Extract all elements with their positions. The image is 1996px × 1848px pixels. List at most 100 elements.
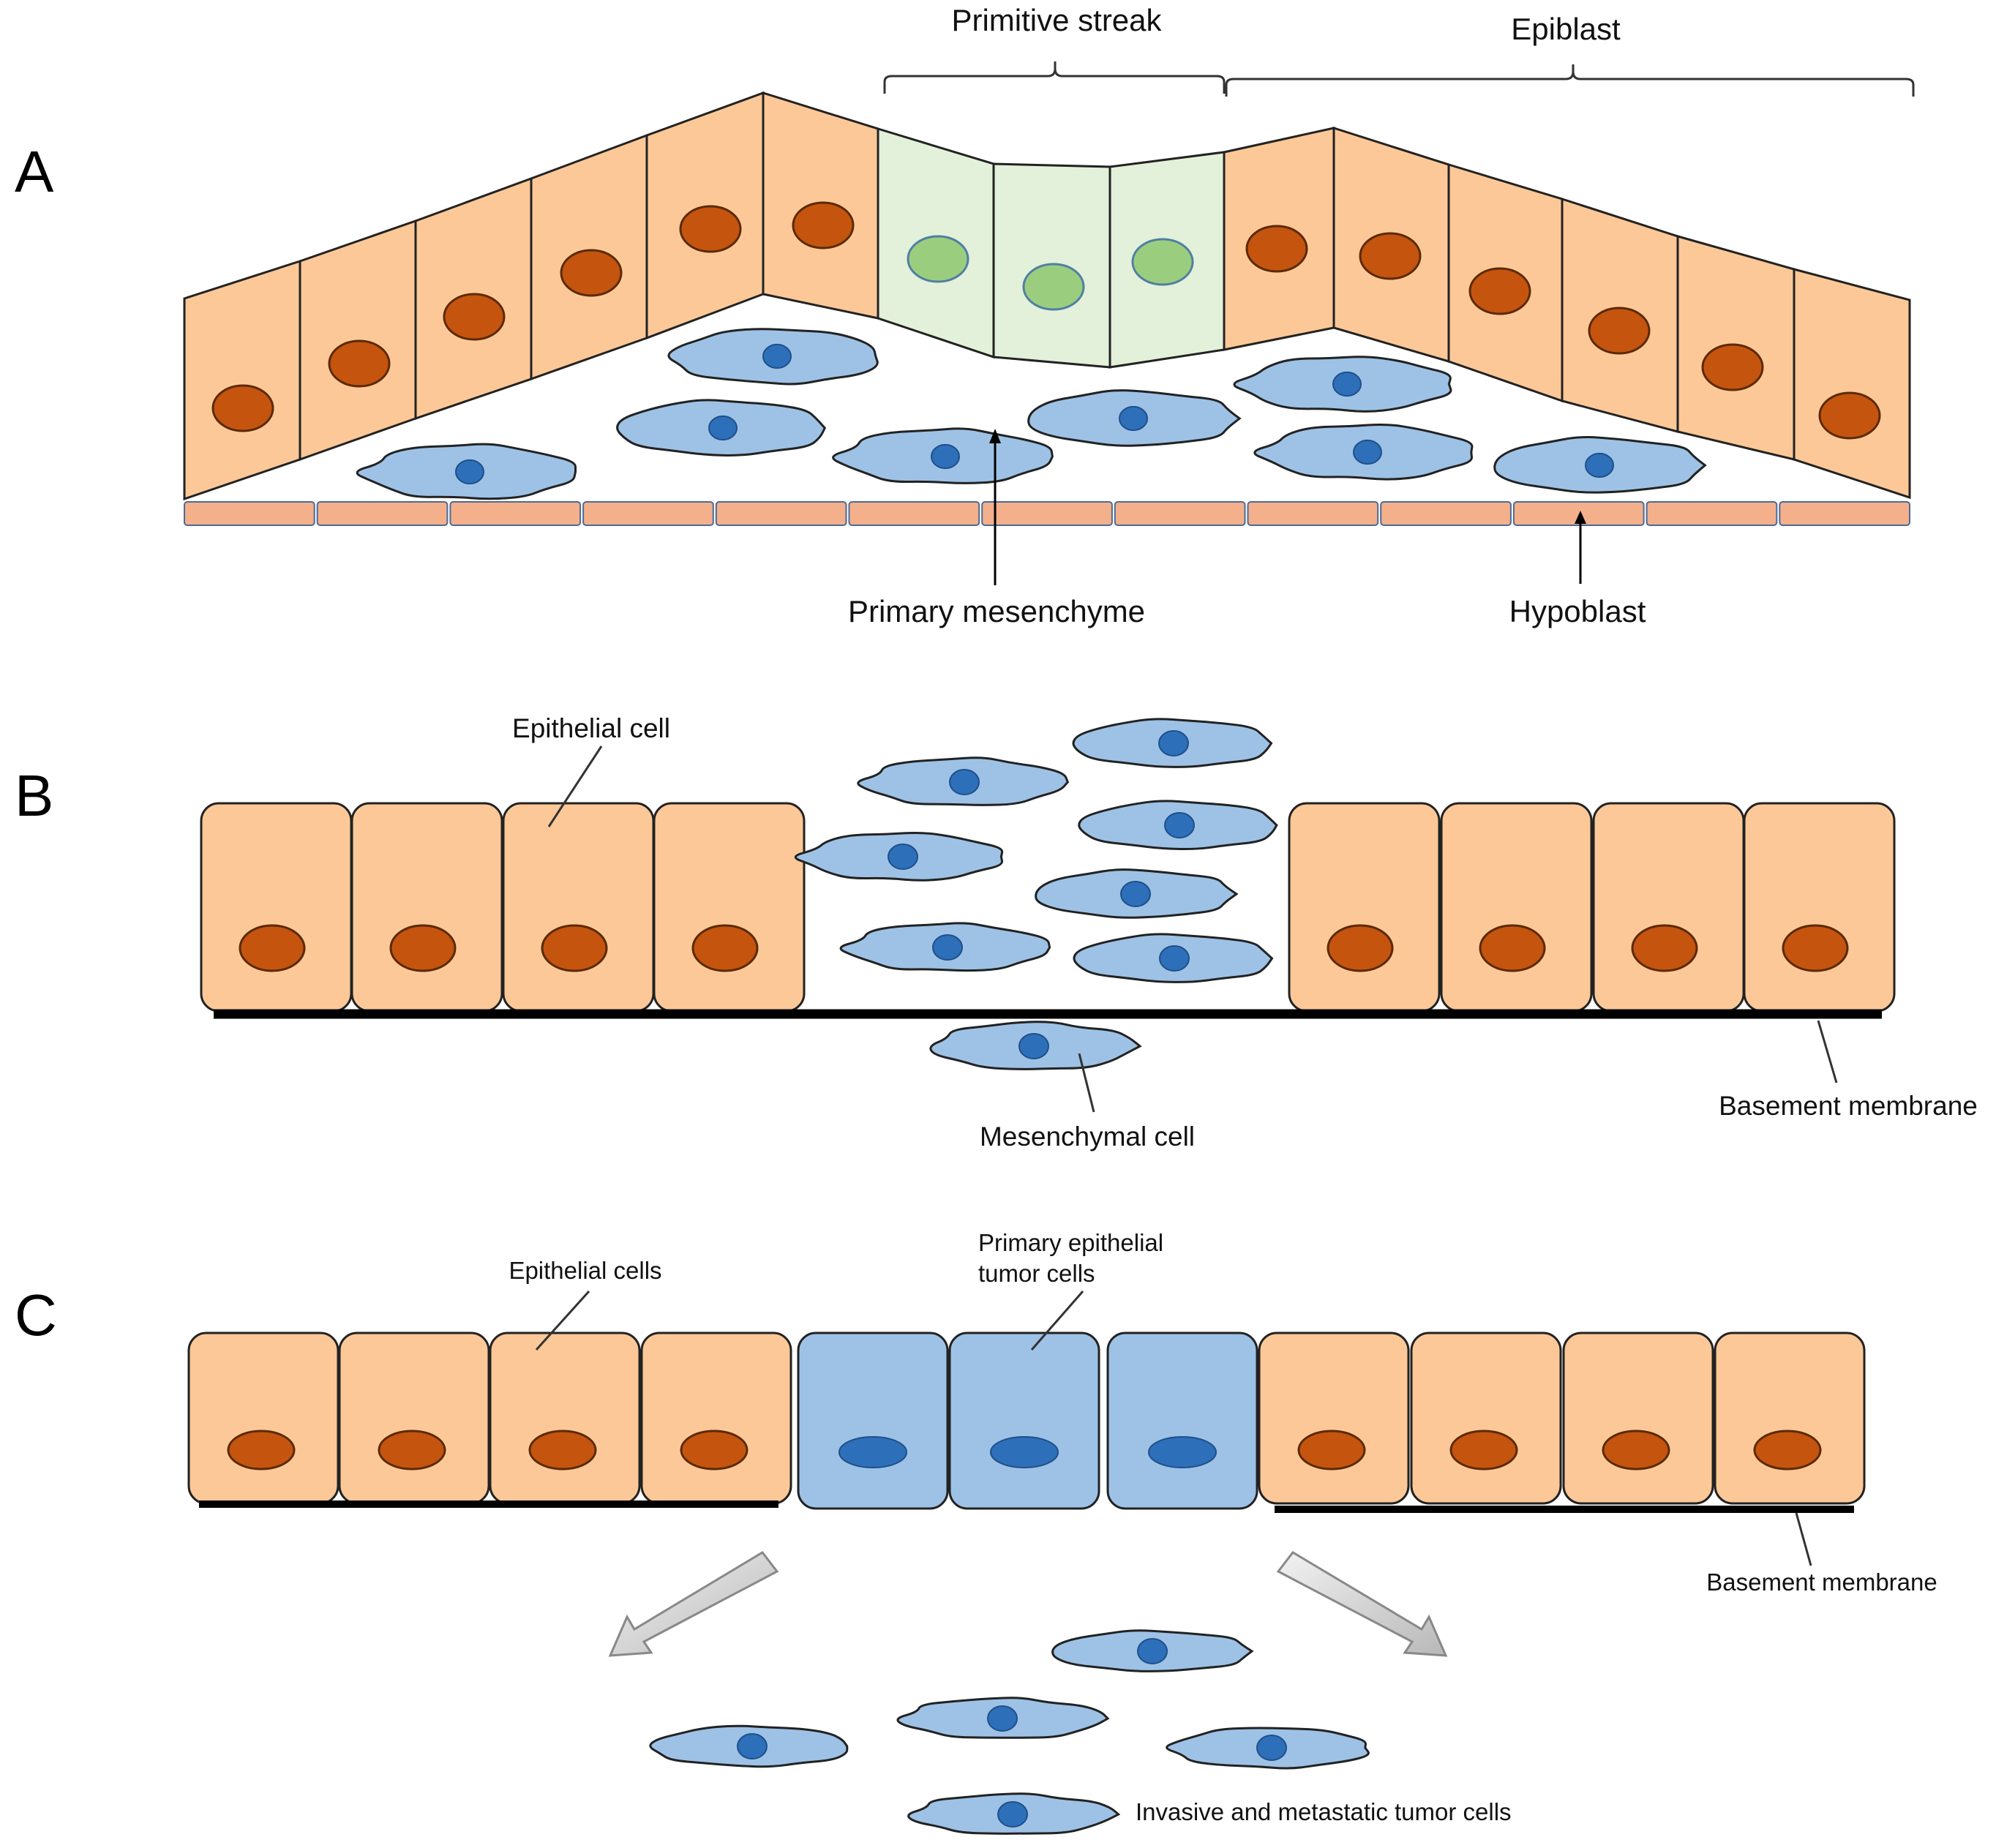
epiblast-nucleus <box>1245 225 1308 273</box>
invasive-tumor-cell-nucleus <box>737 1733 768 1759</box>
panel-c-basement-membrane-label: Basement membrane <box>1706 1569 1937 1596</box>
hypoblast-cell <box>184 501 315 526</box>
panel-b-mesenchymal-cell-nucleus <box>949 769 980 795</box>
hypoblast-cell <box>1380 501 1512 526</box>
panel-c-epithelial-nucleus <box>680 1430 748 1470</box>
panel-b-epithelial-nucleus <box>1631 924 1698 972</box>
panel-b-epithelial-nucleus <box>691 924 759 972</box>
hypoblast-arrowhead <box>1575 511 1586 524</box>
hypoblast-cell <box>848 501 980 526</box>
hypoblast-cell <box>1114 501 1246 526</box>
panel-b-mesenchymal-cell-nucleus <box>1159 945 1190 972</box>
panel-b-basement-membrane-label: Basement membrane <box>1719 1091 1978 1121</box>
epiblast-nucleus <box>1818 391 1881 440</box>
primary-mesenchyme-arrowhead <box>989 429 1001 443</box>
primary-mesenchyme-cell-nucleus <box>931 443 960 470</box>
panel-b-basement-membrane-pointer <box>1817 1020 1838 1083</box>
panel-b-epithelial-cells <box>200 802 1896 1013</box>
panel-a: A Primitive streak Epiblast Primary mese… <box>15 3 1915 628</box>
panel-b-epithelial-cell <box>200 802 353 1013</box>
primary-tumor-nucleus <box>838 1436 907 1468</box>
panel-b-epithelial-cell <box>350 802 503 1013</box>
panel-c-basement-membrane-pointer <box>1795 1512 1812 1566</box>
panel-c-letter: C <box>15 1282 57 1348</box>
invasive-cells-label: Invasive and metastatic tumor cells <box>1136 1798 1512 1825</box>
epiblast-nucleus <box>1701 343 1764 391</box>
primary-mesenchyme-cell-nucleus <box>1585 452 1614 478</box>
panel-b-epithelial-cell <box>502 802 655 1013</box>
primary-tumor-cell <box>948 1331 1100 1510</box>
primitive-streak-nucleus <box>907 235 969 283</box>
panel-b-epithelial-cell <box>1592 802 1745 1013</box>
panel-c-epithelial-cell <box>1410 1331 1562 1505</box>
panel-b-mesenchymal-cell-nucleus <box>1018 1033 1049 1059</box>
epithelial-cells-pointer <box>535 1290 590 1351</box>
panel-c-cell-layer <box>187 1331 1866 1510</box>
epiblast-nucleus <box>1588 307 1651 355</box>
epiblast-columns <box>183 91 1911 501</box>
primitive-streak-bracket <box>883 61 1226 94</box>
invasive-tumor-cell-nucleus <box>987 1705 1018 1732</box>
invasive-tumor-cell-nucleus <box>1137 1638 1168 1664</box>
primary-tumor-nucleus <box>1148 1436 1217 1468</box>
invasive-tumor-cell-nucleus <box>1256 1735 1287 1761</box>
primary-mesenchyme-cell-nucleus <box>1353 439 1382 465</box>
panel-b-mesenchymal-cell-nucleus <box>1164 812 1195 838</box>
panel-b-epithelial-nucleus <box>1479 924 1546 972</box>
panel-c: C Epithelial cells Primary epithelial tu… <box>15 1229 1937 1835</box>
epiblast-nucleus <box>443 293 506 341</box>
primary-tumor-cell <box>797 1331 949 1510</box>
panel-c-epithelial-nucleus <box>1297 1430 1366 1470</box>
panel-b-mesenchymal-cell-nucleus <box>932 934 963 961</box>
invasion-arrow-left <box>608 1551 779 1657</box>
primary-tumor-label-line1: Primary epithelial <box>978 1229 1163 1256</box>
primary-mesenchyme-cells <box>356 328 1707 500</box>
panel-c-epithelial-cell <box>640 1331 792 1505</box>
primary-mesenchyme-label: Primary mesenchyme <box>848 594 1145 628</box>
panel-b-letter: B <box>15 763 53 828</box>
primary-tumor-pointer <box>1030 1291 1084 1351</box>
panel-b-epithelial-cell <box>653 802 806 1013</box>
panel-c-epithelial-cell <box>1258 1331 1410 1505</box>
invasive-tumor-cells <box>649 1629 1370 1835</box>
primitive-streak-nucleus <box>1022 263 1085 311</box>
epithelial-cell-pointer <box>547 745 603 827</box>
hypoblast-layer <box>184 501 1911 526</box>
hypoblast-cell <box>316 501 449 526</box>
primary-tumor-nucleus <box>990 1436 1059 1468</box>
panel-c-epithelial-nucleus <box>378 1430 446 1470</box>
primary-mesenchyme-cell-nucleus <box>1119 405 1148 432</box>
panel-b-mesenchymal-cell-nucleus <box>1158 730 1189 756</box>
hypoblast-cell <box>1646 501 1778 526</box>
panel-b-epithelial-nucleus <box>1327 924 1394 972</box>
hypoblast-cell <box>1512 501 1645 526</box>
panel-b-mesenchymal-cells <box>794 718 1278 1070</box>
epiblast-nucleus <box>1468 267 1531 315</box>
panel-b-epithelial-cell <box>1288 802 1441 1013</box>
invasion-arrow-right <box>1276 1551 1448 1657</box>
hypoblast-cell <box>715 501 847 526</box>
panel-b: B Epithelial cell Mesenchymal cell Basem… <box>15 713 1978 1152</box>
primary-tumor-label-line2: tumor cells <box>978 1260 1095 1287</box>
epiblast-nucleus <box>679 205 742 253</box>
primary-mesenchyme-cell-nucleus <box>1332 371 1362 397</box>
mesenchymal-cell-pointer <box>1078 1053 1095 1113</box>
invasive-tumor-cell-nucleus <box>997 1801 1028 1828</box>
panel-c-epithelial-nucleus <box>1753 1430 1822 1470</box>
primary-mesenchyme-cell-nucleus <box>708 415 738 441</box>
primary-mesenchyme-cell-nucleus <box>762 343 792 369</box>
hypoblast-cell <box>981 501 1113 526</box>
panel-c-epithelial-nucleus <box>227 1430 296 1470</box>
epiblast-bracket <box>1225 64 1915 97</box>
panel-c-epithelial-nucleus <box>1449 1430 1518 1470</box>
panel-b-mesenchymal-cell-nucleus <box>1120 881 1151 907</box>
epiblast-nucleus <box>211 384 274 432</box>
panel-b-epithelial-nucleus <box>389 924 457 972</box>
hypoblast-cell <box>582 501 714 526</box>
primary-mesenchyme-cell-nucleus <box>455 459 484 485</box>
panel-c-epithelial-nucleus <box>1602 1430 1670 1470</box>
epiblast-label: Epiblast <box>1511 12 1621 46</box>
epiblast-nucleus <box>792 201 855 249</box>
panel-c-epithelial-cell <box>338 1331 490 1505</box>
